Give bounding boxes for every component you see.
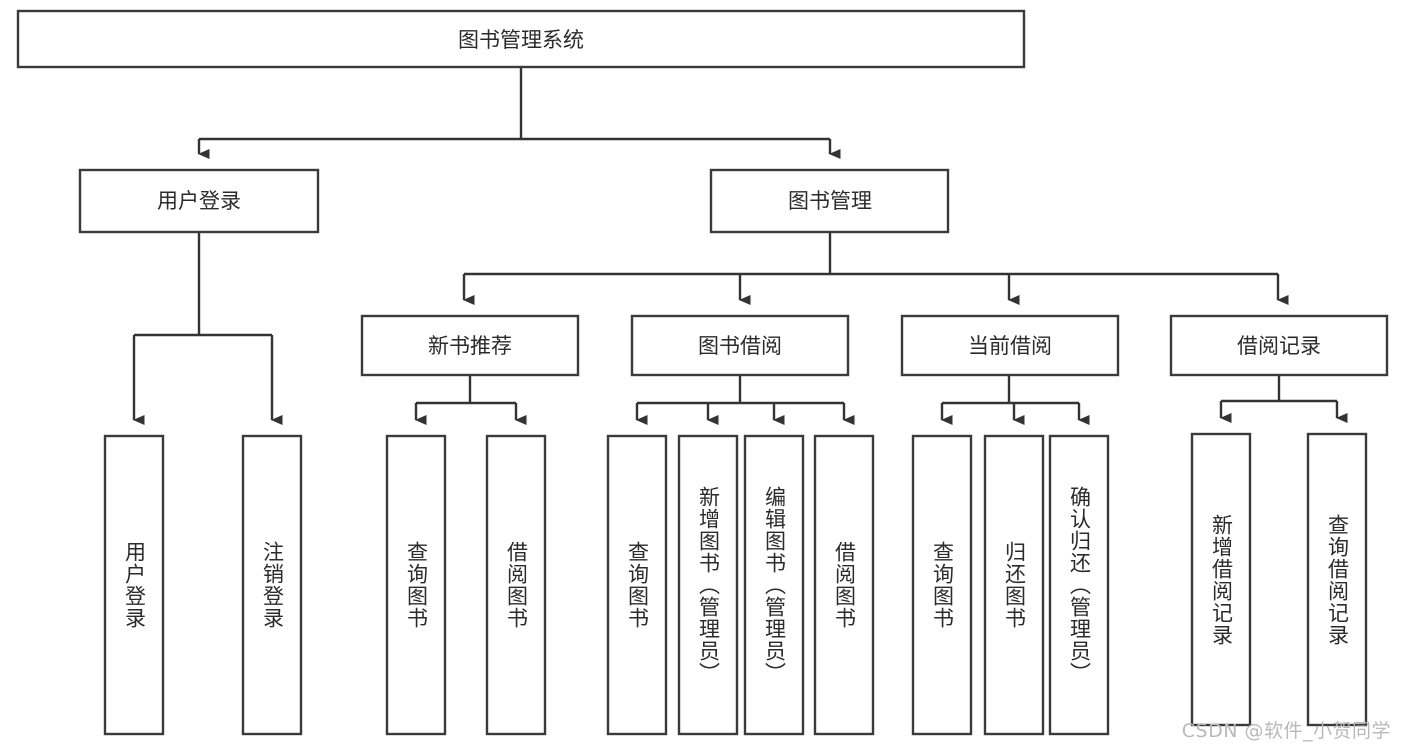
node-root-system-box [16,9,1026,69]
leaf-add-borrow-record-box [1190,432,1252,727]
leaf-return-book[interactable]: 归还图书 [983,434,1045,736]
leaf-confirm-return-admin[interactable]: 确认归还（管理员） [1048,434,1110,736]
leaf-edit-book-admin-label: 编辑图书（管理员） [762,486,787,684]
leaf-query-borrow-record-label: 查询借阅记录 [1325,513,1350,646]
leaf-user-login-label: 用户登录 [122,541,147,629]
leaf-confirm-return-admin-label: 确认归还（管理员） [1067,486,1092,684]
leaf-borrow-book-rec-box [485,434,547,736]
leaf-edit-book-admin-box [743,434,805,736]
leaf-edit-book-admin[interactable]: 编辑图书（管理员） [743,434,805,736]
leaf-logout-login-label: 注销登录 [260,541,285,629]
node-book-management-box [709,168,950,234]
node-book-borrow-label: 图书借阅 [698,334,782,358]
leaf-query-borrow-record[interactable]: 查询借阅记录 [1306,432,1368,727]
leaf-add-book-admin-label: 新增图书（管理员） [696,486,721,684]
leaf-query-book-borrow-label: 查询图书 [625,541,650,629]
leaf-borrow-book-rec[interactable]: 借阅图书 [485,434,547,736]
node-new-book-recommend-label: 新书推荐 [428,334,512,358]
leaf-borrow-book-label: 借阅图书 [832,541,857,629]
leaf-query-borrow-record-box [1306,432,1368,727]
node-book-borrow[interactable]: 图书借阅 [630,314,850,377]
node-user-login-label: 用户登录 [157,189,241,213]
leaf-node-group: 用户登录 注销登录 查询图书 借阅 [103,432,1368,736]
node-user-login[interactable]: 用户登录 [78,168,320,234]
node-current-borrow[interactable]: 当前借阅 [900,314,1120,377]
leaf-borrow-book[interactable]: 借阅图书 [813,434,875,736]
node-root-system[interactable]: 图书管理系统 [16,9,1026,69]
node-borrow-record[interactable]: 借阅记录 [1169,314,1389,377]
node-user-login-box [78,168,320,234]
node-borrow-record-box [1169,314,1389,377]
leaf-query-book-rec[interactable]: 查询图书 [385,434,447,736]
leaf-return-book-box [983,434,1045,736]
leaf-query-book-rec-label: 查询图书 [404,541,429,629]
node-current-borrow-label: 当前借阅 [968,334,1052,358]
leaf-borrow-book-rec-label: 借阅图书 [504,541,529,629]
leaf-user-login[interactable]: 用户登录 [103,434,165,736]
leaf-query-book-borrow-box [606,434,668,736]
leaf-user-login-box [103,434,165,736]
leaf-query-book-current-box [911,434,973,736]
connector-group [132,67,1348,425]
leaf-add-borrow-record-label: 新增借阅记录 [1209,513,1234,646]
node-borrow-record-label: 借阅记录 [1237,334,1321,358]
node-book-management[interactable]: 图书管理 [709,168,950,234]
leaf-logout-login-box [241,434,303,736]
leaf-query-book-rec-box [385,434,447,736]
leaf-borrow-book-box [813,434,875,736]
leaf-add-book-admin-box [677,434,739,736]
node-current-borrow-box [900,314,1120,377]
leaf-confirm-return-admin-box [1048,434,1110,736]
node-new-book-recommend[interactable]: 新书推荐 [360,314,580,377]
leaf-add-borrow-record[interactable]: 新增借阅记录 [1190,432,1252,727]
node-book-management-label: 图书管理 [788,189,872,213]
leaf-query-book-current-label: 查询图书 [930,541,955,629]
leaf-query-book-borrow[interactable]: 查询图书 [606,434,668,736]
node-root-system-label: 图书管理系统 [458,28,584,52]
leaf-return-book-label: 归还图书 [1002,541,1027,629]
leaf-logout-login[interactable]: 注销登录 [241,434,303,736]
node-new-book-recommend-box [360,314,580,377]
leaf-query-book-current[interactable]: 查询图书 [911,434,973,736]
node-book-borrow-box [630,314,850,377]
leaf-add-book-admin[interactable]: 新增图书（管理员） [677,434,739,736]
